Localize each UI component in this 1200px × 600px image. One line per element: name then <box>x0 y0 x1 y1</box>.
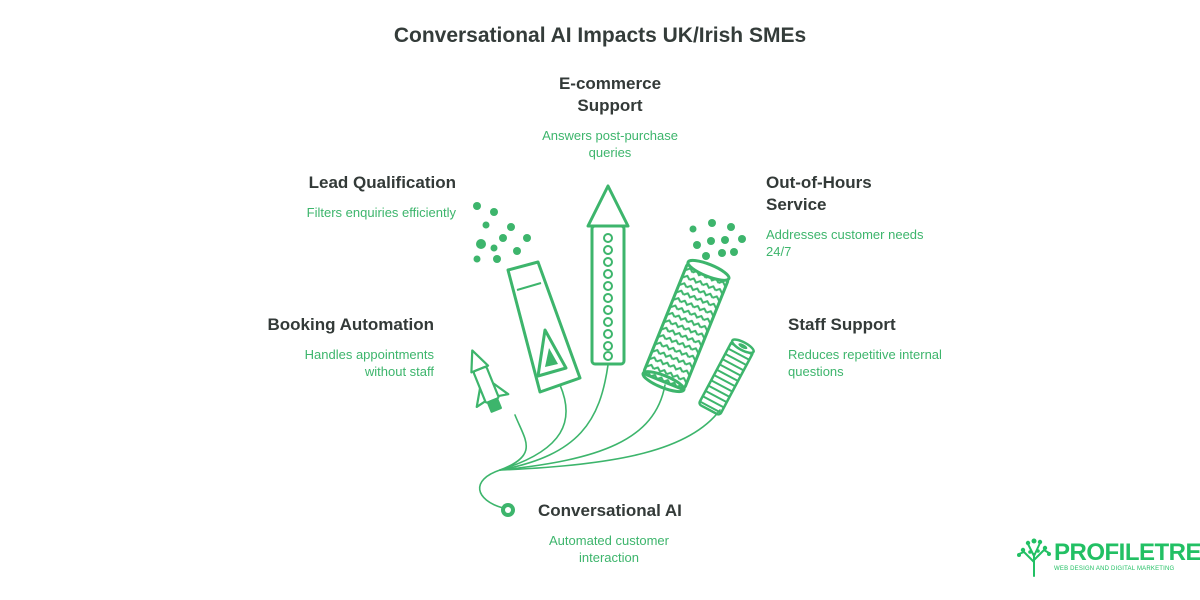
branch-staff-label: Staff Support <box>788 315 896 334</box>
hub-label: Conversational AI <box>538 501 682 520</box>
branch-hours-desc: Addresses customer needs 24/7 <box>766 227 924 259</box>
hub-desc: Automated customer interaction <box>549 533 669 565</box>
fuse-staff <box>499 409 721 471</box>
branch-booking-desc: Handles appointments without staff <box>304 347 434 379</box>
fuse-lead <box>499 384 567 471</box>
small-rocket-icon <box>470 349 510 413</box>
hub-node-icon <box>501 503 515 517</box>
branch-staff-desc: Reduces repetitive internal questions <box>788 347 942 379</box>
fuse-booking <box>499 414 528 471</box>
confetti-cannon-icon <box>473 202 582 394</box>
logo-tagline: WEB DESIGN AND DIGITAL MARKETING <box>1054 566 1175 572</box>
striped-firecracker-icon <box>698 338 755 416</box>
zigzag-firecracker-icon <box>641 258 731 394</box>
sparks-icon <box>689 219 746 260</box>
tall-rocket-icon <box>586 184 630 366</box>
fuse-hub <box>478 469 504 509</box>
branch-lead-label: Lead Qualification <box>308 173 456 192</box>
profiletree-logo: PROFILETREE WEB DESIGN AND DIGITAL MARKE… <box>1016 538 1200 578</box>
page-title: Conversational AI Impacts UK/Irish SMEs <box>393 24 807 47</box>
fuse-ecommerce <box>499 364 609 471</box>
branch-ecommerce-label: E-commerce Support <box>558 74 662 115</box>
tree-icon <box>1017 538 1051 577</box>
logo-wordmark: PROFILETREE <box>1054 539 1200 566</box>
fuse-lines <box>478 364 721 509</box>
branch-hours-label: Out-of-Hours Service <box>766 173 872 214</box>
branch-ecommerce-desc: Answers post-purchase queries <box>542 128 678 160</box>
branch-booking-label: Booking Automation <box>267 315 434 334</box>
fuse-hours <box>499 384 666 471</box>
branch-lead-desc: Filters enquiries efficiently <box>306 205 456 220</box>
